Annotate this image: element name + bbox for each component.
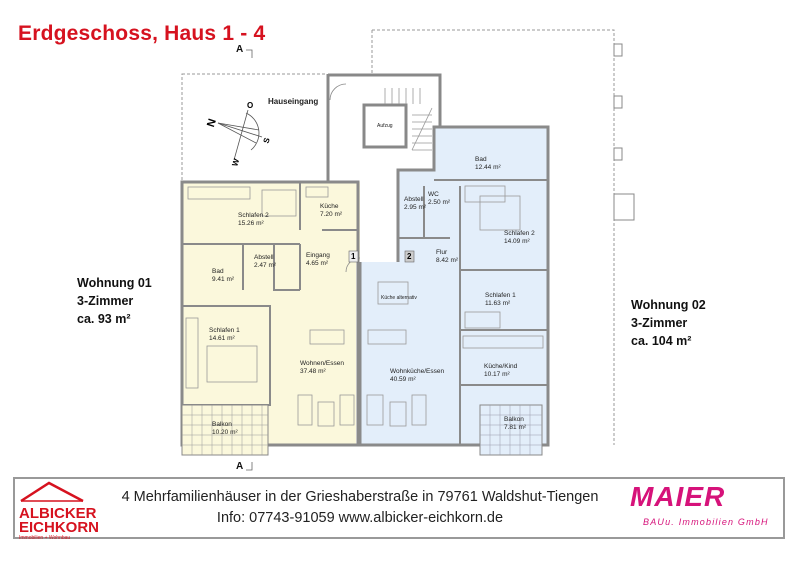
unit-01-rooms: 3-Zimmer (77, 294, 134, 308)
footer-banner: ALBICKER EICHKORN Immobilien + Wohnbau 4… (13, 477, 785, 541)
stair-number-1: 1 (351, 252, 356, 261)
unit-02-area: ca. 104 m² (631, 334, 692, 348)
footer-project-line: 4 Mehrfamilienhäuser in der Grieshaberst… (121, 489, 599, 505)
footer-contact-line: Info: 07743-91059 www.albicker-eichkorn.… (216, 510, 504, 526)
unit-01-name: Wohnung 01 (77, 276, 152, 290)
unit-label-02: Wohnung 02 3-Zimmer ca. 104 m² (631, 296, 706, 350)
compass-east: O (247, 101, 254, 110)
room-w02-kueche-alternativ: Küche alternativ (381, 295, 417, 301)
section-mark-bottom: A (236, 461, 244, 472)
section-mark-top: A (236, 44, 244, 55)
stair-number-2: 2 (407, 252, 412, 261)
unit-02-name: Wohnung 02 (631, 298, 706, 312)
elevator-label: Aufzug (377, 123, 393, 129)
unit-02-rooms: 3-Zimmer (631, 316, 688, 330)
entrance-label: Hauseingang (268, 97, 319, 106)
unit-01-area: ca. 93 m² (77, 312, 131, 326)
albicker-eichkorn-logo: ALBICKER EICHKORN Immobilien + Wohnbau (17, 481, 99, 541)
house-roof-icon (20, 481, 84, 503)
unit-label-01: Wohnung 01 3-Zimmer ca. 93 m² (77, 274, 152, 328)
plan-title: Erdgeschoss, Haus 1 - 4 (18, 22, 266, 45)
maier-logo: MAIER (630, 481, 726, 512)
maier-logo-subtitle: BAUu. Immobilien GmbH (643, 517, 769, 527)
